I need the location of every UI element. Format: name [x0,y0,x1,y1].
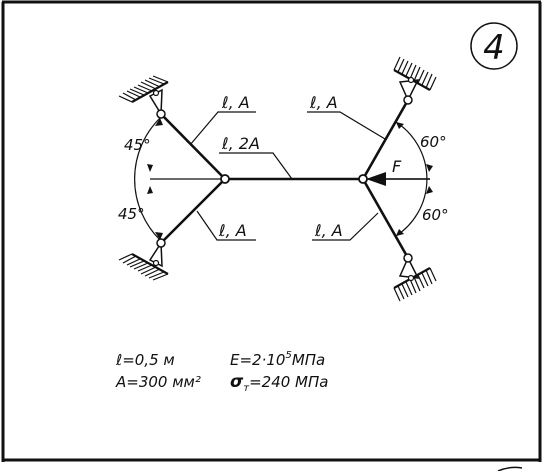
problem-number: 4 [483,28,505,68]
support-lower-left [118,238,169,281]
bar-upper-left [159,112,227,181]
modulus-unit: МПа [292,351,325,369]
yield-subscript: т [243,383,250,394]
given-yield-stress: σт=240 МПа [230,372,328,394]
label-lower-left-bar: ℓ, A [218,221,247,240]
force-arrowhead [366,172,386,186]
given-length: ℓ=0,5 м [115,351,175,369]
arrowhead [426,164,433,172]
arrowhead [147,164,153,172]
leader-center [219,152,293,180]
arrowhead [147,186,153,194]
support-upper-right [393,56,437,105]
angle-upper-right: 60° [420,133,447,151]
bar-lower-right [361,177,410,260]
modulus-exponent: 5 [285,350,291,361]
label-force: F [392,157,402,176]
given-modulus: E=2·105МПа [230,350,325,369]
angle-lower-right: 60° [422,206,449,224]
arrowhead [396,122,404,129]
angle-upper-left: 45° [124,136,151,154]
arrowhead [155,232,163,240]
yield-symbol: σ [230,372,244,392]
label-center-bar: ℓ, 2A [221,134,260,153]
problem-number-badge: 4 [470,22,518,70]
given-area: A=300 мм² [115,373,201,391]
leader-lower-right [312,212,379,241]
label-upper-right-bar: ℓ, A [309,93,338,112]
arrowhead [155,118,163,126]
angle-lower-left: 45° [118,205,145,223]
label-lower-right-bar: ℓ, A [314,221,343,240]
support-upper-left [118,75,169,119]
bar-upper-right [361,98,410,181]
bar-lower-left [159,177,227,245]
leader-upper-right [307,111,386,140]
node-right [358,174,368,184]
angle-arc-left [134,117,161,241]
label-upper-left-bar: ℓ, A [221,93,250,112]
support-lower-right [393,253,437,302]
leader-upper-left [189,111,256,146]
yield-value: =240 МПа [249,373,328,391]
arrowhead [426,186,433,194]
node-left [220,174,230,184]
arrowhead [396,229,404,236]
modulus-prefix: E=2·10 [230,351,285,369]
leader-lower-left [196,210,256,241]
